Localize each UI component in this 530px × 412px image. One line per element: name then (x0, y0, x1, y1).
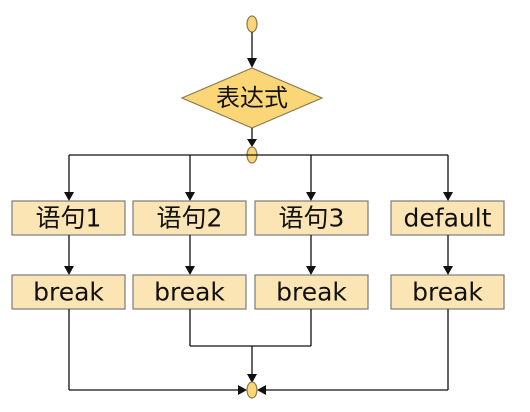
case3-break-label: break (276, 278, 347, 307)
arrowhead-merge-to-end (247, 374, 257, 383)
expression-label: 表达式 (216, 84, 288, 112)
case1-statement-box (11, 200, 126, 236)
default-break-label: break (412, 278, 483, 307)
case3-statement-box (254, 200, 369, 236)
arrowhead-case1 (64, 192, 74, 201)
case3-statement-label: 语句3 (279, 204, 345, 233)
arrowhead-case2-break (185, 266, 195, 275)
case2-statement-box (132, 200, 247, 236)
default-statement-label: default (404, 204, 492, 233)
arrowhead-expression-to-junction (247, 139, 257, 147)
start-connector (246, 15, 258, 33)
case1-break-box (11, 274, 126, 310)
arrowhead-case3-break (306, 266, 316, 275)
arrowhead-case1-to-end (238, 385, 247, 395)
arrowhead-case3 (306, 192, 316, 201)
default-statement-box (390, 200, 505, 236)
case1-statement-label: 语句1 (36, 204, 102, 233)
arrowhead-case1-break (64, 266, 74, 275)
arrowhead-default-break (443, 266, 453, 275)
default-break-box (390, 274, 505, 310)
arrowhead-default-to-end (257, 385, 266, 395)
case2-break-label: break (154, 278, 225, 307)
arrowhead-case2 (185, 192, 195, 201)
case1-break-label: break (33, 278, 104, 307)
arrowhead-start-to-expression (247, 58, 257, 68)
end-connector (246, 381, 258, 399)
case2-statement-label: 语句2 (157, 204, 223, 233)
arrowhead-default (443, 192, 453, 201)
case2-break-box (132, 274, 247, 310)
